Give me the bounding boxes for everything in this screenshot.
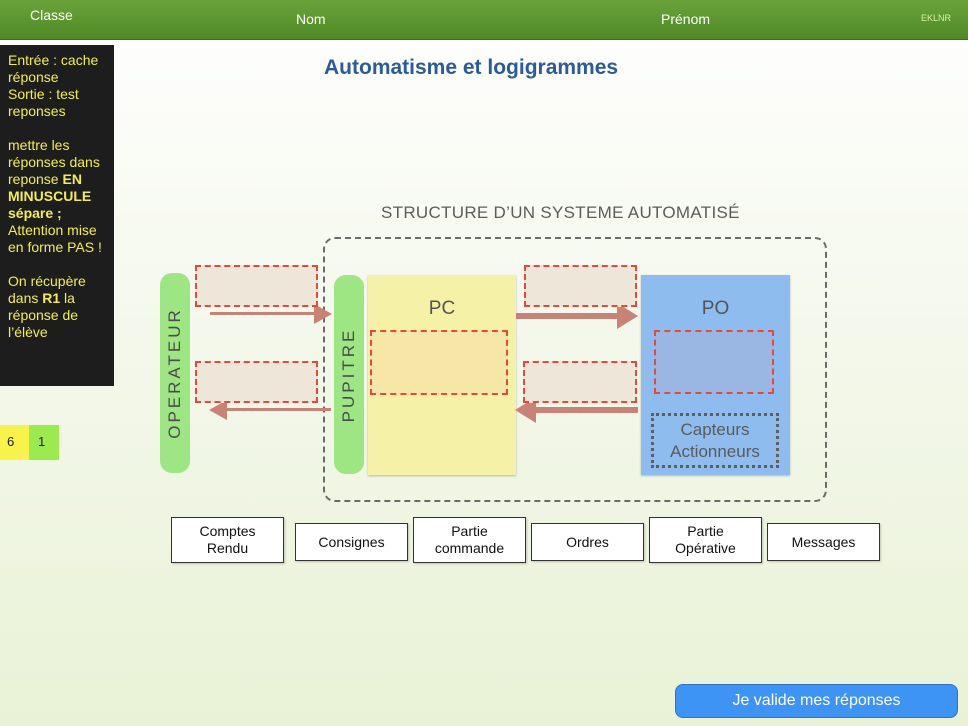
answer-tile-messages[interactable]: Messages [767, 523, 880, 561]
drop-zone-pc[interactable] [370, 330, 508, 395]
arrow-right-icon [516, 303, 638, 329]
instructions-panel: Entrée : cache réponse Sortie : test rep… [0, 45, 114, 386]
answer-tile-ordres[interactable]: Ordres [531, 523, 644, 561]
code-label: EKLNR [921, 13, 952, 23]
arrow-left-icon [515, 397, 638, 423]
system-frame [323, 237, 827, 502]
pupitre-pill: PUPITRE [334, 275, 364, 474]
operateur-label: OPERATEUR [165, 307, 184, 439]
actionneurs-label: Actionneurs [670, 442, 760, 461]
pc-label: PC [428, 298, 456, 319]
classe-label: Classe [30, 7, 73, 23]
answer-tile-consignes[interactable]: Consignes [295, 523, 408, 561]
instruction-line: Entrée : cache réponse [8, 52, 99, 85]
arrow-right-icon [210, 304, 332, 324]
validate-button[interactable]: Je valide mes réponses [675, 684, 958, 718]
prenom-label: Prénom [661, 11, 711, 27]
drop-zone-4[interactable] [523, 361, 637, 403]
score-cell-b: 1 [29, 425, 59, 460]
score-cell-a: 6 [0, 425, 29, 460]
instruction-line: Sortie : test reponses [8, 86, 79, 119]
capteurs-actionneurs-box: Capteurs Actionneurs [651, 413, 779, 468]
capteurs-label: Capteurs [680, 420, 750, 439]
instruction-line: mettre les réponses dans reponse EN MINU… [8, 137, 102, 255]
header-bar: Classe Nom Prénom EKLNR [0, 0, 968, 40]
pupitre-label: PUPITRE [339, 327, 358, 422]
instruction-line: On récupère dans R1 la réponse de l’élèv… [8, 273, 86, 340]
arrow-left-icon [209, 400, 331, 420]
drop-zone-3[interactable] [524, 265, 637, 307]
po-label: PO [701, 298, 730, 319]
drop-zone-2[interactable] [195, 361, 318, 403]
operateur-pill: OPERATEUR [160, 273, 190, 473]
drop-zone-1[interactable] [195, 265, 318, 307]
nom-label: Nom [296, 11, 326, 27]
diagram-title: STRUCTURE D’UN SYSTEME AUTOMATISÉ [381, 203, 740, 222]
drop-zone-po[interactable] [654, 330, 774, 394]
page-title: Automatisme et logigrammes [324, 56, 619, 79]
